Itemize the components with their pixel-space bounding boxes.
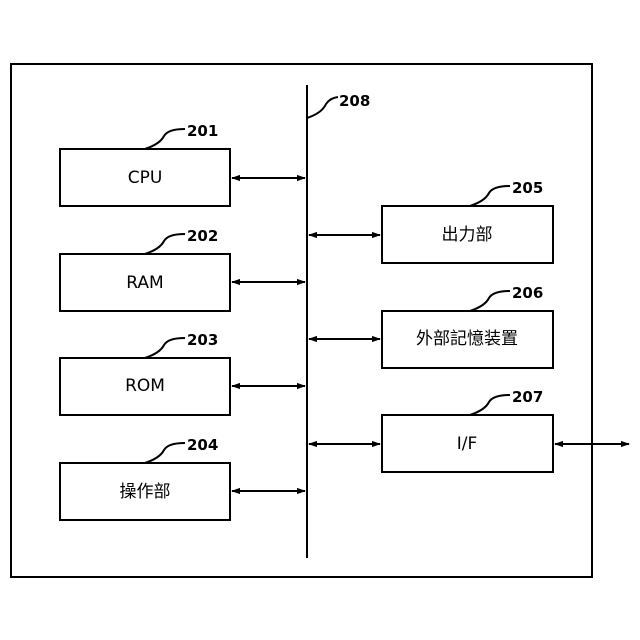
block-rom-ref-number: 203 [187, 331, 218, 349]
bus-ref-number: 208 [339, 92, 370, 110]
block-ram-ref-leader [145, 234, 185, 254]
block-operation-unit-ref-leader [145, 443, 185, 463]
block-cpu-ref-leader [145, 129, 185, 149]
block-rom-ref-leader [145, 338, 185, 358]
block-output-unit-ref-leader [470, 186, 510, 206]
block-output-unit-ref-number: 205 [512, 179, 543, 197]
bus-ref-leader [307, 97, 338, 118]
block-cpu: CPU 201 [60, 122, 230, 206]
block-rom: ROM 203 [60, 331, 230, 415]
block-operation-unit: 操作部 204 [60, 436, 230, 520]
block-ram: RAM 202 [60, 227, 230, 311]
block-cpu-label: CPU [128, 168, 163, 188]
block-interface-ref-leader [470, 395, 510, 415]
block-output-unit-label: 出力部 [442, 225, 493, 245]
block-external-storage: 外部記憶装置 206 [382, 284, 553, 368]
block-operation-unit-ref-number: 204 [187, 436, 218, 454]
block-cpu-ref-number: 201 [187, 122, 218, 140]
block-external-storage-label: 外部記憶装置 [416, 329, 518, 349]
block-external-storage-ref-leader [470, 291, 510, 311]
block-output-unit: 出力部 205 [382, 179, 553, 263]
block-operation-unit-label: 操作部 [120, 482, 171, 502]
block-external-storage-ref-number: 206 [512, 284, 543, 302]
block-interface-ref-number: 207 [512, 388, 543, 406]
block-rom-label: ROM [125, 376, 165, 396]
block-interface-label: I/F [457, 434, 478, 454]
block-interface: I/F 207 [382, 388, 553, 472]
block-ram-ref-number: 202 [187, 227, 218, 245]
block-ram-label: RAM [126, 273, 163, 293]
